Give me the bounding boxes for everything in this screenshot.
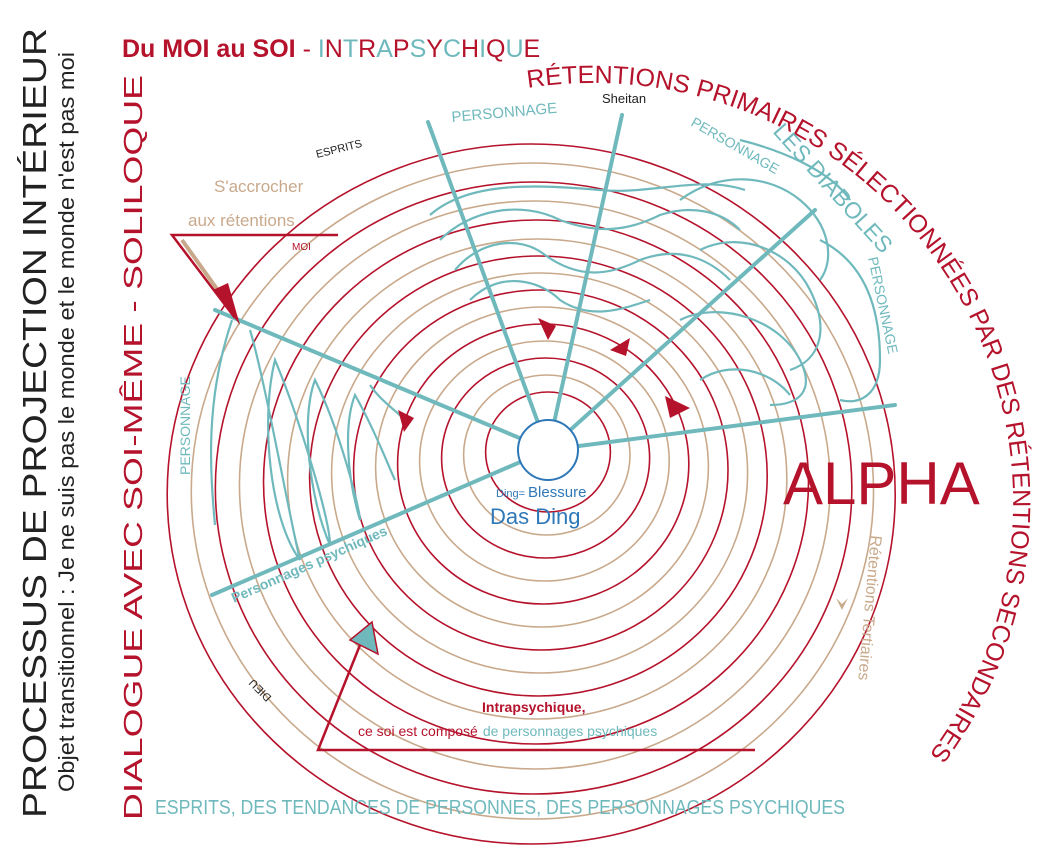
spiral-ring — [214, 181, 853, 795]
header-separator: - — [296, 35, 318, 63]
moi-callout-line — [169, 233, 338, 319]
spiral-ring — [330, 272, 749, 674]
arrow-head-3 — [665, 396, 690, 418]
top-header: Du MOI au SOI - INTRAPSYCHIQUE — [122, 35, 540, 63]
intrapsychique-letter: R — [358, 35, 376, 63]
intrapsychique-letter: E — [524, 35, 541, 63]
bottom-text: ESPRITS, DES TENDANCES DE PERSONNES, DES… — [155, 797, 845, 819]
accrocher-line1: S'accrocher — [214, 177, 304, 196]
retentions-arc-text: RÉTENTIONS PRIMAIRES SÉLECTIONNÉES PAR D… — [525, 61, 1035, 768]
tertiaires-arrowhead — [836, 598, 848, 610]
arrow-head-2 — [610, 338, 630, 356]
spiral-ring — [352, 289, 729, 651]
radial-lines — [210, 113, 897, 597]
subtitle: Objet transitionnel : Je ne suis pas le … — [54, 52, 79, 792]
dialogue-title: DIALOGUE AVEC SOI-MÊME - SOLILOQUE — [118, 75, 148, 820]
ding-prefix: Ding= — [496, 488, 525, 500]
arrow-head-1 — [538, 318, 556, 340]
line-top — [546, 113, 624, 452]
alpha-label: ALPHA — [783, 450, 980, 517]
main-title: PROCESSUS DE PROJECTION INTÉRIEUR — [16, 28, 53, 818]
scribble-top — [429, 183, 746, 313]
accrocher-line2: aux rétentions — [188, 211, 295, 230]
intrapsychique-letter: H — [461, 35, 479, 63]
spiral-ring — [286, 238, 788, 720]
personnage-left: PERSONNAGE — [177, 376, 193, 475]
intrapsychique-word: INTRAPSYCHIQUE — [318, 35, 540, 63]
spiral-ring — [462, 374, 631, 536]
intrapsychique-letter: Q — [486, 35, 505, 63]
spiral-ring — [374, 306, 710, 628]
retentions-arc-label: RÉTENTIONS PRIMAIRES SÉLECTIONNÉES PAR D… — [525, 61, 1035, 768]
intrapsychique-letter: N — [325, 35, 343, 63]
spiral-ring — [238, 200, 831, 770]
personnage-top: PERSONNAGE — [451, 100, 558, 126]
intrapsychique-letter: A — [376, 35, 393, 63]
bottom-callout-line — [316, 639, 755, 752]
intrapsychique-letter: I — [479, 35, 486, 63]
scribble-right — [679, 138, 882, 407]
line-lower-left — [210, 448, 550, 597]
personnage-right: PERSONNAGE — [865, 255, 901, 355]
ding-blessure: Ding=Blessure — [496, 484, 586, 501]
spiral-ring — [166, 143, 897, 845]
spiral-ring — [308, 255, 769, 697]
center-circle — [517, 419, 579, 481]
personnages-psychiques: Personnages psychiques — [229, 522, 390, 605]
line-upper-right — [546, 208, 817, 452]
retentions-tertiaires: Rétentions Tertiaires — [854, 535, 884, 681]
bottom-arrowhead — [348, 620, 380, 656]
spiral-ring — [262, 219, 810, 745]
spiral-ring — [440, 357, 651, 559]
moi-arrowhead — [213, 283, 240, 325]
intrapsychique-letter: Y — [426, 35, 443, 63]
intrapsychique-letter: S — [410, 35, 427, 63]
compose-red: ce soi est composé — [358, 723, 478, 739]
spiral-arrows — [398, 318, 690, 432]
intrapsychique-letter: P — [393, 35, 410, 63]
esprits-label: ESPRITS — [315, 138, 364, 161]
intrapsychique-label: Intrapsychique, — [482, 699, 585, 715]
spiral-ring — [418, 340, 671, 582]
sheitan-label: Sheitan — [602, 91, 646, 106]
bottom-callout — [316, 620, 755, 752]
spiral-ring — [484, 391, 612, 513]
intrapsychique-letter: I — [318, 35, 325, 63]
arrow-head-4 — [398, 410, 414, 432]
blessure-label: Blessure — [528, 484, 586, 501]
compose-teal: de personnages psychiques — [483, 723, 657, 739]
line-left — [213, 308, 550, 452]
dieu-label: DIEU — [247, 676, 274, 703]
moi-callout — [169, 233, 338, 325]
spiral-ring — [190, 162, 875, 820]
line-right — [546, 403, 897, 452]
intrapsychique-letter: U — [505, 35, 523, 63]
moi-label: MOI — [292, 242, 311, 253]
spiral-rings — [166, 143, 897, 845]
intrapsychique-letter: C — [443, 35, 461, 63]
das-ding-label: Das Ding — [490, 504, 580, 529]
compose-caption: ce soi est composé de personnages psychiq… — [358, 723, 657, 739]
line-top-left — [426, 120, 550, 452]
moi-soi-title: Du MOI au SOI — [122, 35, 296, 63]
intrapsychique-letter: T — [343, 35, 358, 63]
